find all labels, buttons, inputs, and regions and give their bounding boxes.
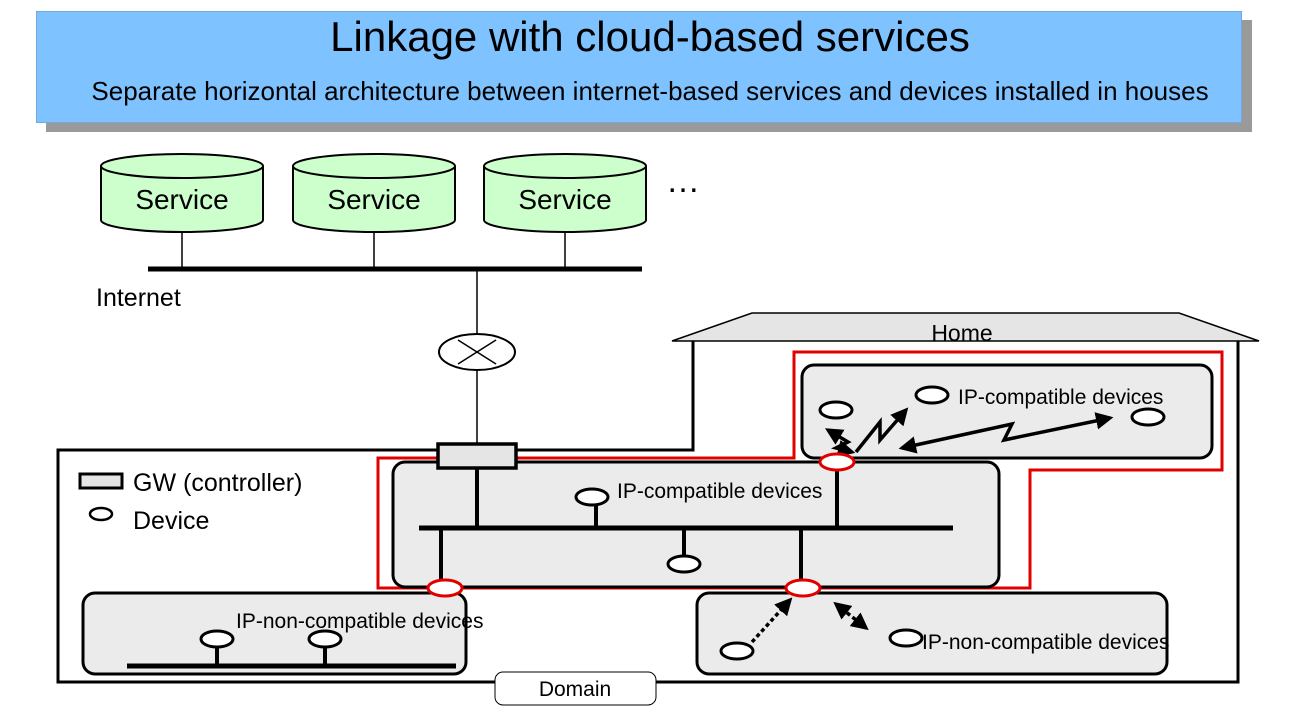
right-non-ip-device-group: IP-non-compatible devices: [695, 591, 1169, 676]
service-label-1: Service: [135, 184, 228, 215]
service-cylinder-3: Service: [483, 153, 647, 233]
page-subtitle: Separate horizontal architecture between…: [91, 76, 1209, 106]
non-ip-link-icon: [750, 597, 793, 644]
wireless-link-icon: [898, 412, 1114, 454]
home-label: Home: [931, 320, 992, 346]
gateway-node: [784, 578, 822, 598]
service-cylinder-1: Service: [100, 153, 264, 233]
device-icon: [199, 629, 235, 649]
title-banner: [36, 11, 1242, 123]
wireless-link-icon: [854, 407, 909, 454]
device-icon: [666, 554, 702, 574]
gw-legend-icon: [78, 472, 124, 490]
internet-label: Internet: [96, 284, 181, 312]
domain-label-box: [494, 671, 657, 706]
device-icon: [914, 385, 950, 405]
right-non-ip-group-label: IP-non-compatible devices: [922, 631, 1169, 654]
device-icon: [574, 487, 610, 507]
left-non-ip-group-label: IP-non-compatible devices: [236, 610, 483, 633]
gateway-node: [426, 578, 464, 598]
device-icon: [1130, 407, 1166, 427]
internet-backbone: [148, 232, 642, 334]
device-icon: [719, 641, 755, 661]
router-icon: [438, 333, 516, 371]
device-icon: [307, 629, 343, 649]
center-ip-device-group: IP-compatible devices: [391, 460, 1001, 666]
device-icon: [888, 628, 924, 648]
device-legend-icon: [88, 506, 114, 522]
more-services-ellipsis: …: [666, 162, 700, 200]
service-label-3: Service: [518, 184, 611, 215]
center-ip-group-label: IP-compatible devices: [617, 480, 822, 503]
left-non-ip-device-group: IP-non-compatible devices: [81, 591, 483, 676]
domain-label: Domain: [539, 678, 611, 701]
gateway-controller: [436, 442, 518, 470]
service-cylinder-2: Service: [292, 153, 456, 233]
upper-ip-device-group: IP-compatible devices: [800, 363, 1214, 460]
wireless-link-icon: [824, 428, 856, 458]
legend: GW (controller) Device: [78, 469, 302, 535]
gw-legend-label: GW (controller): [133, 469, 302, 497]
device-legend-label: Device: [133, 507, 209, 535]
device-icon: [818, 400, 854, 420]
upper-ip-group-label: IP-compatible devices: [958, 386, 1163, 409]
page-title: Linkage with cloud-based services: [330, 13, 970, 60]
service-label-2: Service: [327, 184, 420, 215]
gateway-node: [818, 452, 856, 472]
house-outline: [56, 312, 1260, 684]
